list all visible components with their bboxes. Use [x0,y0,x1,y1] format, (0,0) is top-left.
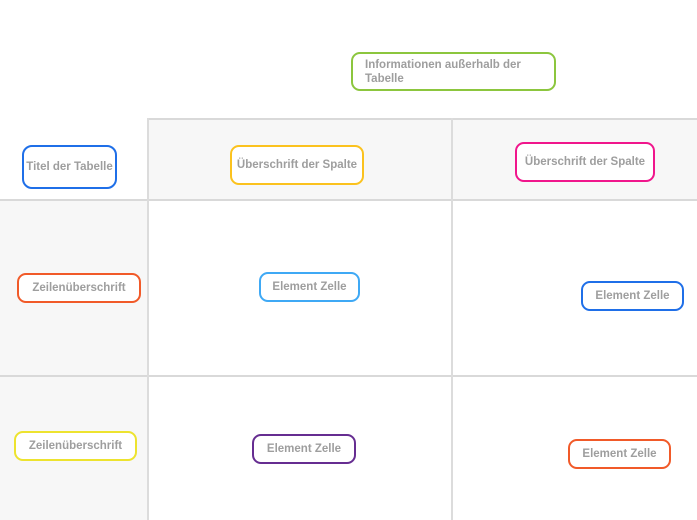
table-top-border-line [148,118,697,120]
label-column-header-1[interactable]: Überschrift der Spalte [230,145,364,185]
label-cell-element-3[interactable]: Element Zelle [252,434,356,464]
table-horizontal-line-1 [0,199,697,201]
table-row-header-column-shading [0,200,148,520]
label-outside-table-info[interactable]: Informationen außerhalb der Tabelle [351,52,556,91]
table-vertical-line-2 [451,118,453,520]
label-table-title[interactable]: Titel der Tabelle [22,145,117,189]
table-vertical-line-1 [147,118,149,520]
label-column-header-2[interactable]: Überschrift der Spalte [515,142,655,182]
label-cell-element-4[interactable]: Element Zelle [568,439,671,469]
label-cell-element-2[interactable]: Element Zelle [581,281,684,311]
label-row-header-2[interactable]: Zeilenüberschrift [14,431,137,461]
table-horizontal-line-2 [0,375,697,377]
label-cell-element-1[interactable]: Element Zelle [259,272,360,302]
label-row-header-1[interactable]: Zeilenüberschrift [17,273,141,303]
